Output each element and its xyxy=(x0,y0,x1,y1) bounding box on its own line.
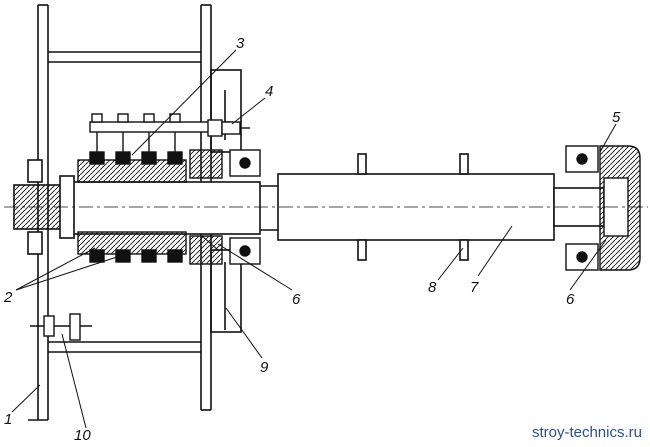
right-bearing-housing xyxy=(565,145,641,271)
stop-pin xyxy=(30,313,92,341)
mounting-bracket xyxy=(210,69,242,333)
slip-ring-assembly xyxy=(77,151,187,263)
frame-bottom-channel xyxy=(48,341,201,353)
shaft-collar-fins xyxy=(357,153,469,261)
watermark: stroy-technics.ru xyxy=(531,424,642,441)
leader-1 xyxy=(11,384,41,413)
callout-8: 8 xyxy=(428,279,437,296)
leader-10 xyxy=(61,333,87,429)
leader-5 xyxy=(599,123,617,153)
callout-3: 3 xyxy=(236,35,245,52)
leader-2a xyxy=(15,247,96,291)
leader-4 xyxy=(231,97,266,125)
leader-6b xyxy=(569,239,607,291)
leader-6a xyxy=(217,243,293,291)
leader-9 xyxy=(225,307,263,359)
frame-top-channel xyxy=(48,51,201,63)
callout-1: 1 xyxy=(4,411,12,428)
callout-7: 7 xyxy=(470,279,479,296)
leader-3 xyxy=(131,49,237,156)
callout-4: 4 xyxy=(265,83,273,100)
callout-5: 5 xyxy=(612,109,621,126)
callout-6-left: 6 xyxy=(292,291,301,308)
left-bearing-housing xyxy=(189,149,261,265)
callout-2: 2 xyxy=(3,289,13,306)
leader-8 xyxy=(437,247,464,281)
bolt xyxy=(207,119,250,137)
shaft-left-section xyxy=(69,181,261,235)
callout-9: 9 xyxy=(260,359,269,376)
leader-7 xyxy=(477,225,513,277)
callout-6-right: 6 xyxy=(566,291,575,308)
callout-10: 10 xyxy=(74,427,91,444)
leader-2b xyxy=(15,255,121,291)
